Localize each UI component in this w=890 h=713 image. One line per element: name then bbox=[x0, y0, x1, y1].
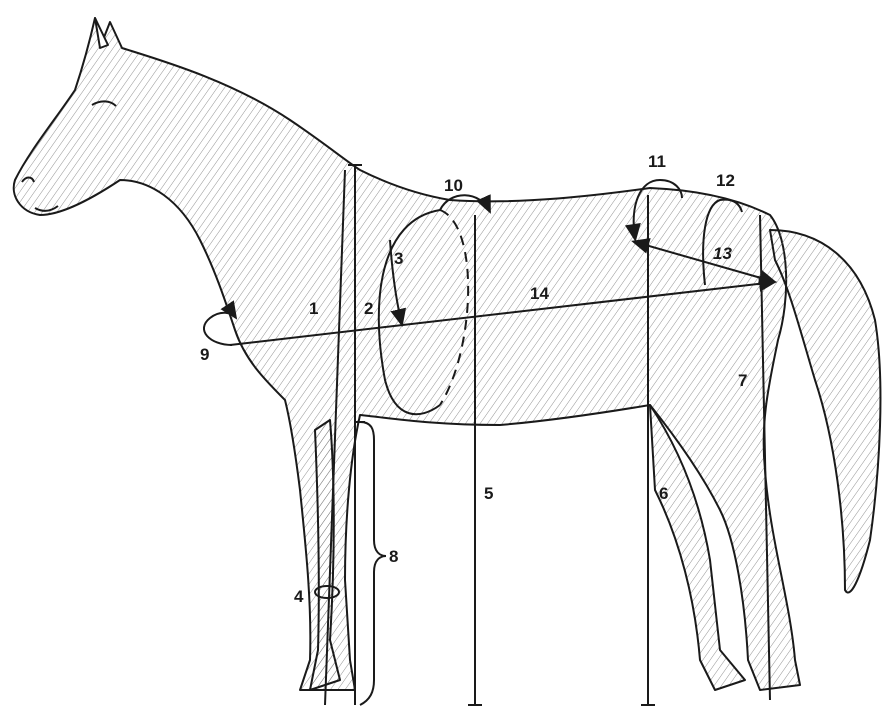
label-12: 12 bbox=[716, 172, 735, 189]
label-9: 9 bbox=[200, 346, 209, 363]
horse-body bbox=[14, 18, 800, 690]
label-4: 4 bbox=[294, 588, 303, 605]
label-6: 6 bbox=[659, 485, 668, 502]
label-13: 13 bbox=[713, 245, 732, 262]
brace-8 bbox=[360, 422, 386, 705]
label-7: 7 bbox=[738, 372, 747, 389]
label-14: 14 bbox=[530, 285, 549, 302]
label-8: 8 bbox=[389, 548, 398, 565]
label-11: 11 bbox=[648, 153, 666, 170]
tail bbox=[770, 230, 880, 593]
label-10: 10 bbox=[444, 177, 463, 194]
label-1: 1 bbox=[309, 300, 318, 317]
horse-illustration bbox=[14, 18, 881, 690]
label-5: 5 bbox=[484, 485, 493, 502]
label-3: 3 bbox=[394, 250, 403, 267]
label-2: 2 bbox=[364, 300, 373, 317]
